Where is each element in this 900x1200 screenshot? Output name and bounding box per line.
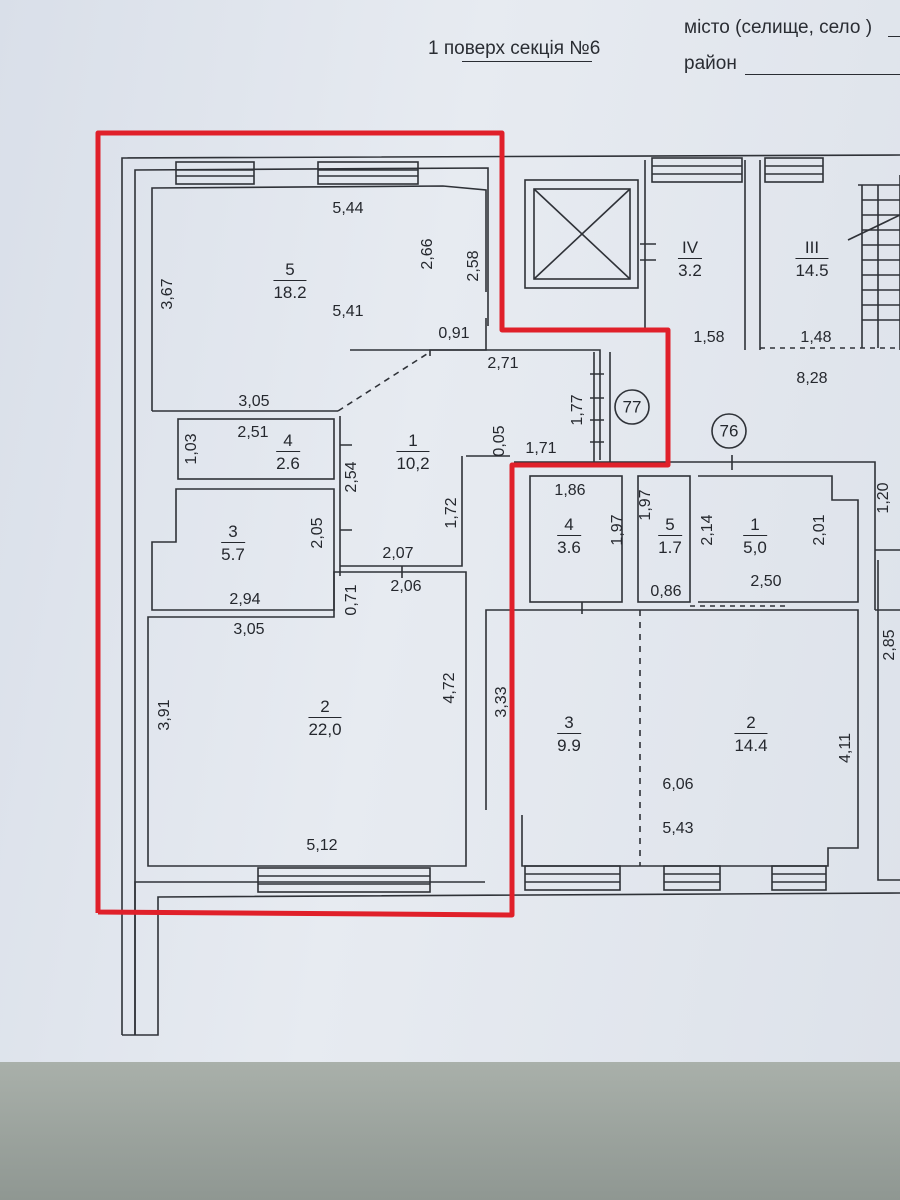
dim-1-20: 1,20 <box>875 482 892 514</box>
dim-5-41: 5,41 <box>332 303 364 320</box>
dim-1-71: 1,71 <box>525 440 557 457</box>
room-b2-label: 2 14.4 <box>734 713 768 755</box>
dim-2-71: 2,71 <box>487 355 519 372</box>
window-top-1 <box>175 161 255 185</box>
room-b3-label: 3 9.9 <box>557 713 581 755</box>
dim-2-07: 2,07 <box>382 545 414 562</box>
room-1-label: 1 10,2 <box>396 431 430 473</box>
window-bottom-1 <box>257 867 431 893</box>
apartment-76-circle <box>711 413 747 449</box>
room3-wall <box>151 488 335 611</box>
room-III-label: III 14.5 <box>795 238 829 280</box>
dim-3-05-bottom: 3,05 <box>233 621 265 638</box>
dim-2-14: 2,14 <box>699 514 716 546</box>
dim-2-51: 2,51 <box>237 424 269 441</box>
dim-2-50: 2,50 <box>750 573 782 590</box>
dim-2-58: 2,58 <box>465 250 482 282</box>
dim-2-54: 2,54 <box>343 461 360 493</box>
dim-1-03: 1,03 <box>183 433 200 465</box>
dim-2-94: 2,94 <box>229 591 261 608</box>
page-title-text: 1 поверх секція №6 <box>428 38 601 59</box>
window-bottom-4 <box>771 865 827 891</box>
dim-1-97-a: 1,97 <box>609 514 626 546</box>
apartment-77-circle <box>614 389 650 425</box>
outer-wall-inner <box>134 167 489 1035</box>
dim-1-48: 1,48 <box>800 329 832 346</box>
room-4-label: 4 2.6 <box>276 431 300 473</box>
window-bottom-2 <box>524 865 621 891</box>
room-IV-label: IV 3.2 <box>677 238 703 280</box>
dim-3-33: 3,33 <box>493 686 510 718</box>
dim-1-77: 1,77 <box>569 394 586 426</box>
dim-0-91: 0,91 <box>438 325 470 342</box>
highlight-outline <box>95 130 671 918</box>
dim-2-66: 2,66 <box>419 238 436 270</box>
dim-0-71: 0,71 <box>343 584 360 616</box>
room-b5-label: 5 1.7 <box>658 515 682 557</box>
room-b4-wall <box>529 475 623 603</box>
desk-surface <box>0 1062 900 1200</box>
dim-3-91: 3,91 <box>156 699 173 731</box>
room2-wall <box>147 571 467 867</box>
dim-5-44: 5,44 <box>332 200 364 217</box>
window-top-4 <box>764 157 824 183</box>
dim-5-12: 5,12 <box>306 837 338 854</box>
room-b2-wall <box>521 609 859 867</box>
room-b5-wall <box>637 475 691 603</box>
outer-wall-bottom-inner <box>134 881 485 1035</box>
room-b1-label: 1 5,0 <box>743 515 767 557</box>
room-b1-wall <box>698 475 859 603</box>
dim-0-05: 0,05 <box>491 425 508 457</box>
district-label: район <box>684 53 737 74</box>
district-blank-line <box>745 74 900 75</box>
dim-1-72: 1,72 <box>443 497 460 529</box>
page-title: 1 поверх секція №6 <box>428 38 600 60</box>
dim-4-11: 4,11 <box>837 733 854 763</box>
dim-4-72: 4,72 <box>441 672 458 704</box>
dim-8-28: 8,28 <box>796 370 828 387</box>
dim-0-86: 0,86 <box>650 583 682 600</box>
dim-2-01: 2,01 <box>811 514 828 546</box>
dim-5-43: 5,43 <box>662 820 694 837</box>
window-top-3 <box>651 157 743 183</box>
room-2-label: 2 22,0 <box>308 697 342 739</box>
window-bottom-3 <box>663 865 721 891</box>
outer-wall-bottom <box>122 892 900 1036</box>
room-b3-wall <box>485 609 640 810</box>
city-label: місто (селище, село ) <box>684 17 873 38</box>
dim-3-67: 3,67 <box>159 278 176 310</box>
dim-2-05: 2,05 <box>309 517 326 549</box>
apartment-76-number: 76 <box>719 421 739 441</box>
room5-diagonal <box>337 351 431 412</box>
room5-wall <box>151 185 487 411</box>
room4-wall <box>177 418 335 480</box>
window-top-2 <box>317 161 419 185</box>
dim-6-06: 6,06 <box>662 776 694 793</box>
room-5-label: 5 18.2 <box>273 260 307 302</box>
dim-2-85: 2,85 <box>881 629 898 661</box>
dim-3-05-top: 3,05 <box>238 393 270 410</box>
outer-wall <box>121 154 900 1035</box>
dim-1-86: 1,86 <box>554 482 586 499</box>
stairs <box>858 184 900 348</box>
city-blank-line <box>888 36 900 37</box>
floor-plan <box>95 130 900 1036</box>
room-3-label: 3 5.7 <box>221 522 245 564</box>
dim-1-58: 1,58 <box>693 329 725 346</box>
dim-2-06: 2,06 <box>390 578 422 595</box>
title-underline <box>462 61 592 62</box>
elevator-shaft <box>524 179 639 289</box>
dim-1-97-b: 1,97 <box>637 489 654 521</box>
apartment-77-number: 77 <box>622 397 642 417</box>
room-b4-label: 4 3.6 <box>557 515 581 557</box>
flat76-top <box>514 461 876 610</box>
